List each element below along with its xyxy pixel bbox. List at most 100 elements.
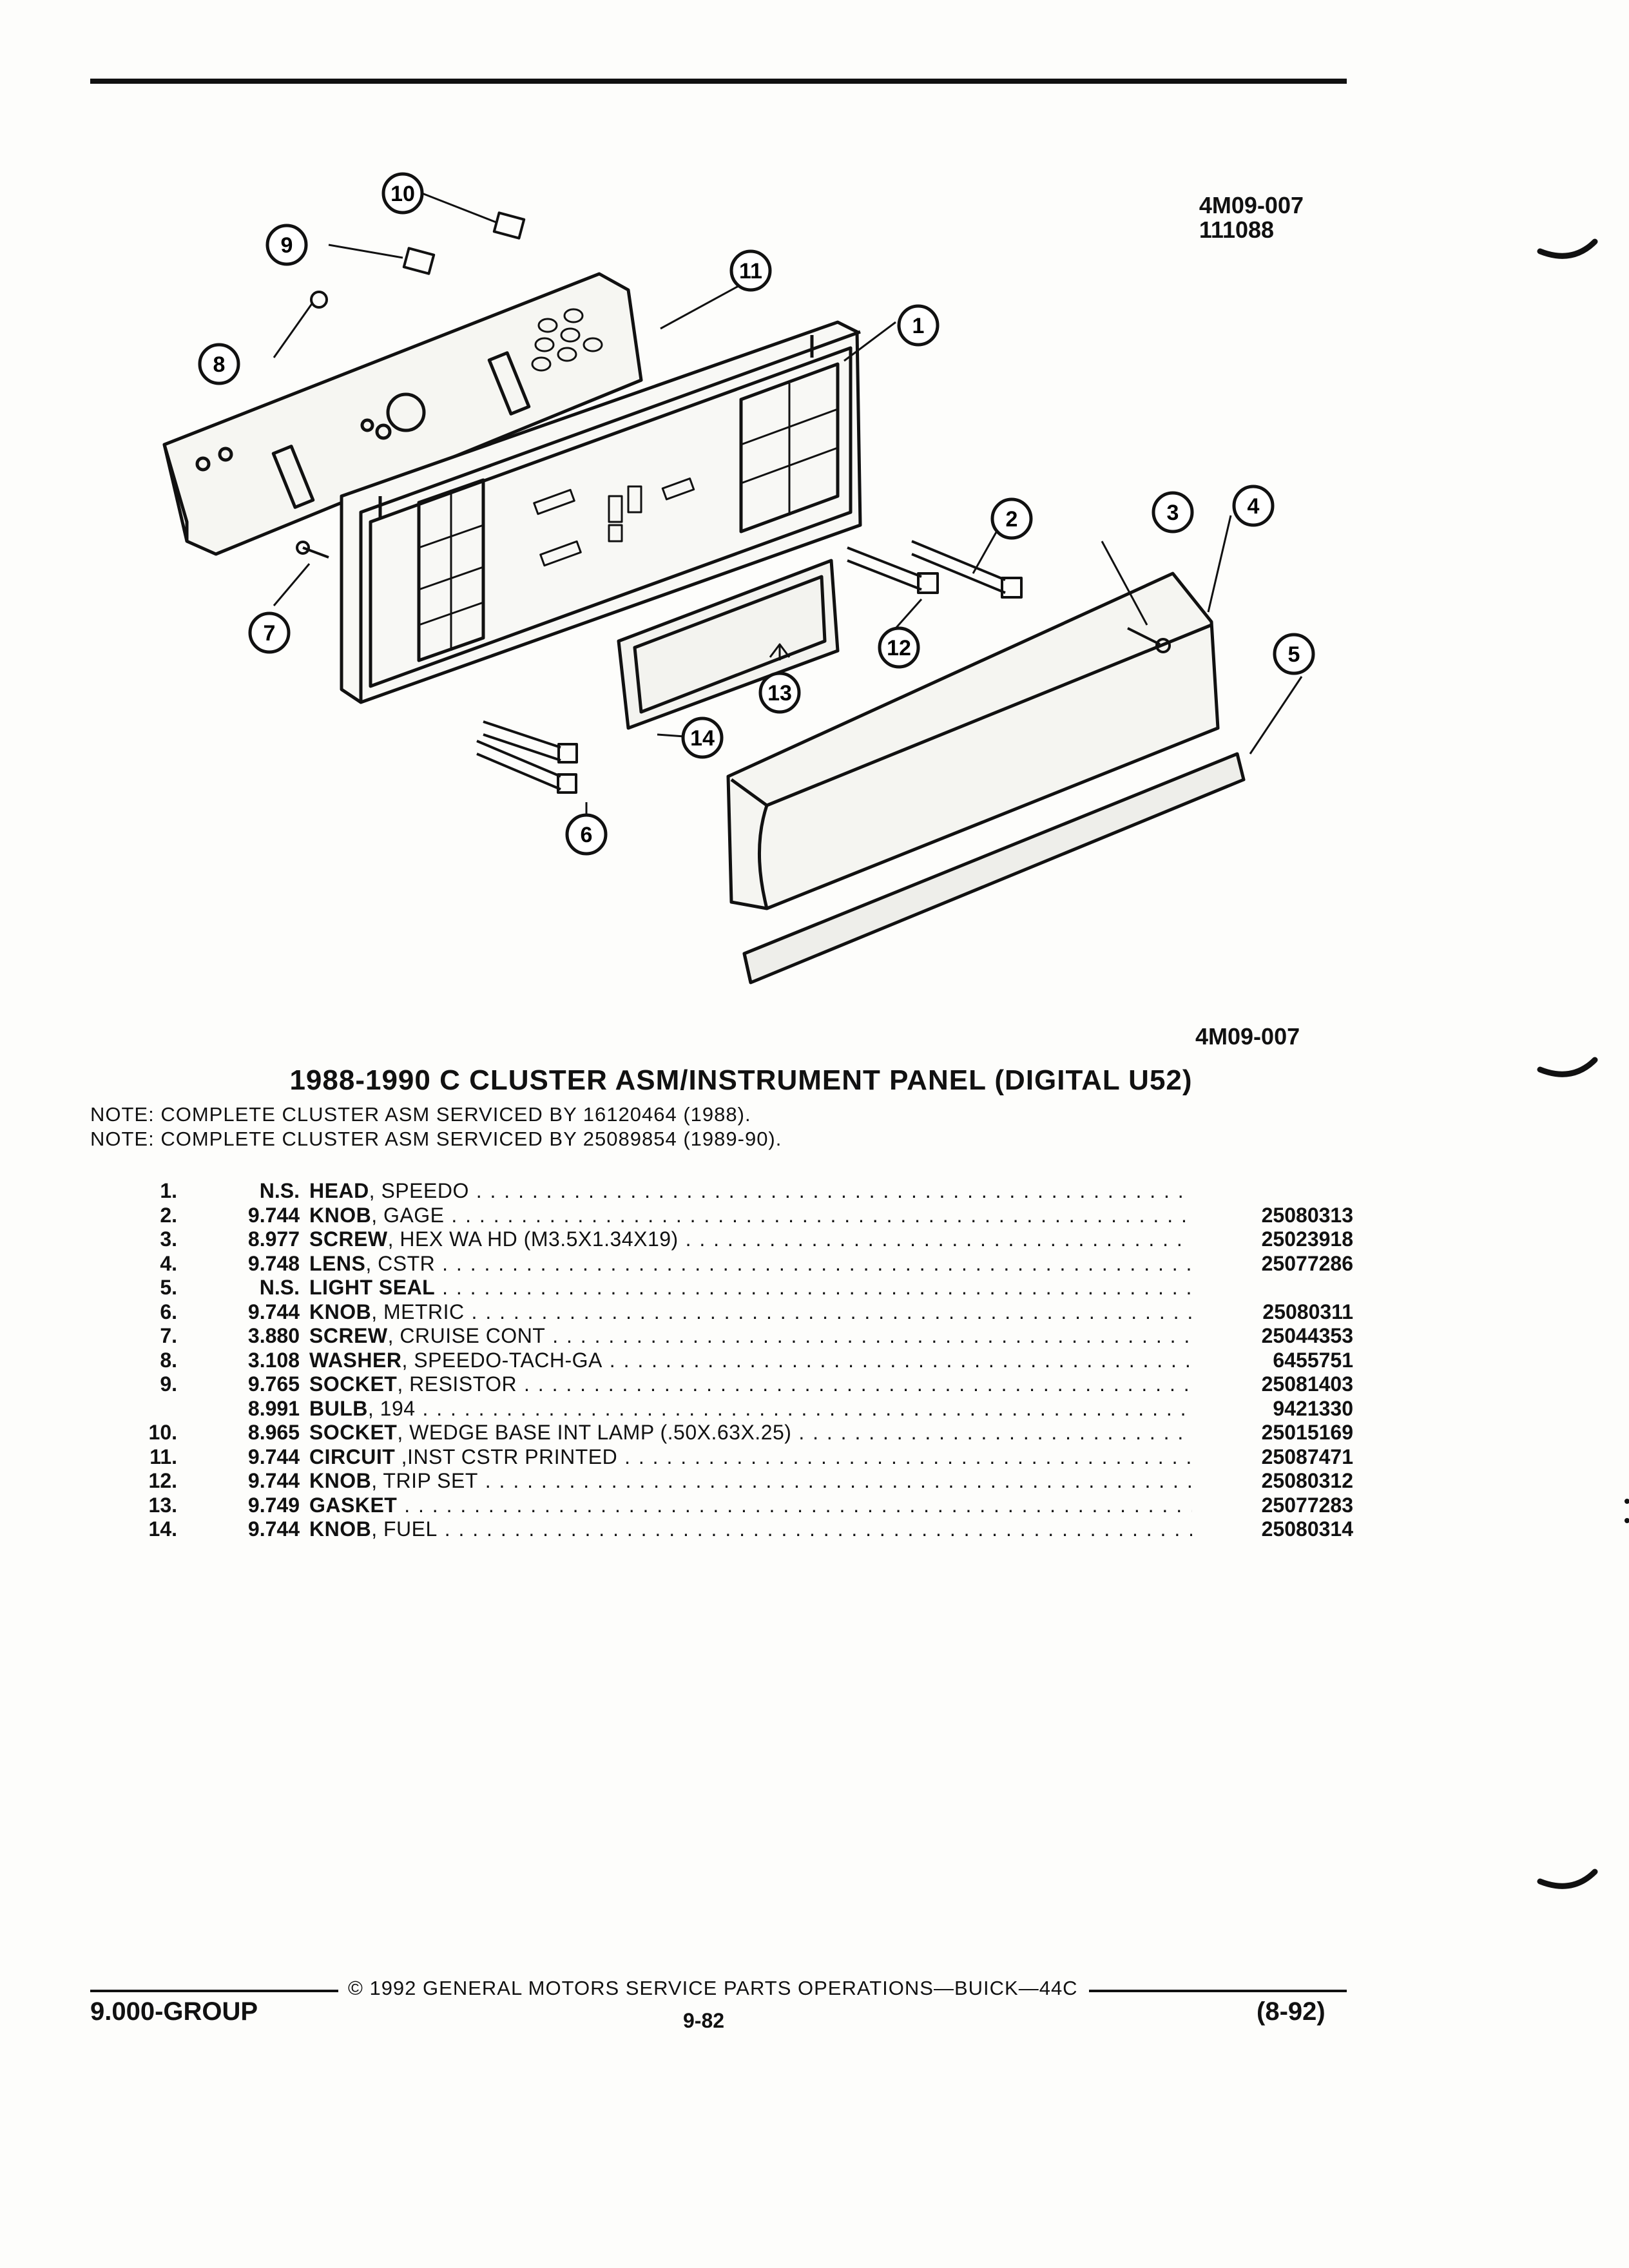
group-number: 3.108 (247, 1348, 300, 1372)
part-spec: , WEDGE BASE INT LAMP (.50X.63X.25) (397, 1421, 792, 1444)
exploded-parts-diagram: 10 9 8 11 1 2 3 4 5 7 12 13 14 6 (162, 172, 1315, 985)
item-number: 13. (148, 1493, 177, 1517)
figure-code-bottom: 4M09-007 (1195, 1023, 1300, 1050)
part-spec: , CRUISE CONT (387, 1324, 546, 1347)
light-seal-illustration (742, 752, 1246, 985)
group-number: 8.991 (247, 1396, 300, 1420)
callout-8: 8 (198, 343, 240, 385)
part-spec: , METRIC (371, 1300, 465, 1323)
group-number: 9.749 (247, 1493, 300, 1517)
group-number: 9.765 (247, 1372, 300, 1396)
svg-text:7: 7 (264, 621, 276, 646)
svg-text:10: 10 (390, 182, 415, 206)
part-name: KNOB (309, 1203, 372, 1227)
section-title: 1988-1990 C CLUSTER ASM/INSTRUMENT PANEL… (289, 1064, 1193, 1096)
part-name: SCREW (309, 1324, 388, 1347)
part-description: SOCKET, WEDGE BASE INT LAMP (.50X.63X.25… (309, 1421, 1192, 1445)
part-spec: , GAGE (371, 1203, 445, 1227)
group-number: 9.748 (247, 1251, 300, 1275)
svg-text:6: 6 (581, 823, 593, 847)
tab-mark (1537, 1869, 1598, 1889)
callout-2: 2 (990, 497, 1033, 540)
part-name: CIRCUIT (309, 1445, 396, 1468)
part-spec: , HEX WA HD (M3.5X1.34X19) (387, 1227, 679, 1251)
callout-4: 4 (1232, 485, 1275, 527)
footer-date: (8-92) (1257, 1997, 1325, 2026)
parts-row: 5. N.S. LIGHT SEAL (90, 1276, 1353, 1300)
item-number: 3. (160, 1227, 177, 1251)
part-spec: , FUEL (371, 1517, 438, 1541)
part-name: GASKET (309, 1493, 398, 1517)
group-number: N.S. (259, 1276, 300, 1299)
group-number: 9.744 (247, 1469, 300, 1492)
figure-code-block: 4M09-007 111088 (1199, 193, 1304, 242)
parts-list: 1.N.S.HEAD, SPEEDO 2. 9.744 KNOB, GAGE 2508… (90, 1179, 1353, 1542)
callout-9: 9 (265, 224, 308, 266)
gasket-illustration (617, 559, 840, 730)
part-spec: ,INST CSTR PRINTED (395, 1445, 618, 1468)
item-number: 8. (160, 1348, 177, 1372)
group-number: 9.744 (247, 1517, 300, 1541)
svg-text:12: 12 (887, 636, 911, 660)
callout-3: 3 (1152, 491, 1194, 533)
callout-7: 7 (248, 611, 291, 654)
part-number: 25080312 (1261, 1469, 1353, 1492)
callout-13: 13 (758, 671, 801, 714)
group-number: 9.744 (247, 1203, 300, 1227)
item-number: 2. (160, 1203, 177, 1227)
footer-rule-right (1089, 1990, 1347, 1992)
callout-12: 12 (878, 626, 920, 669)
group-number: 9.744 (247, 1445, 300, 1468)
part-number: 25087471 (1261, 1445, 1353, 1468)
part-spec: , SPEEDO-TACH-GA (401, 1348, 602, 1372)
item-number: 14. (148, 1517, 177, 1541)
svg-text:13: 13 (767, 681, 792, 706)
part-description: BULB, 194 (309, 1397, 1192, 1421)
figure-date-code: 111088 (1199, 216, 1275, 243)
callout-6: 6 (565, 813, 608, 856)
part-description: GASKET (309, 1494, 1192, 1518)
leader-lines (273, 192, 1303, 815)
part-description: CIRCUIT ,INST CSTR PRINTED (309, 1445, 1192, 1470)
part-description: KNOB, METRIC (309, 1300, 1192, 1325)
callout-11: 11 (729, 249, 772, 292)
part-spec: , 194 (367, 1396, 416, 1420)
part-number: 25077283 (1261, 1493, 1353, 1517)
part-description: LIGHT SEAL (309, 1276, 1192, 1300)
svg-text:14: 14 (690, 726, 715, 751)
svg-text:1: 1 (912, 314, 925, 338)
item-number: 5. (160, 1276, 177, 1299)
part-number: 6455751 (1273, 1348, 1353, 1372)
group-number: 8.965 (247, 1421, 300, 1444)
parts-row: 1.N.S.HEAD, SPEEDO (90, 1179, 1353, 1204)
part-name: SOCKET (309, 1421, 398, 1444)
part-spec: , RESISTOR (397, 1372, 517, 1396)
svg-text:2: 2 (1006, 507, 1018, 532)
footer-copyright: © 1992 GENERAL MOTORS SERVICE PARTS OPER… (348, 1977, 1078, 1999)
lens-illustration (726, 572, 1220, 910)
callout-10: 10 (381, 172, 424, 215)
svg-text:4: 4 (1248, 494, 1260, 519)
group-number: 9.744 (247, 1300, 300, 1323)
part-name: HEAD (309, 1179, 369, 1202)
group-number: 8.977 (247, 1227, 300, 1251)
item-number: 4. (160, 1251, 177, 1275)
item-number: 12. (148, 1469, 177, 1492)
item-number: 9. (160, 1372, 177, 1396)
part-description: SCREW, HEX WA HD (M3.5X1.34X19) (309, 1227, 1192, 1252)
group-number: 3.880 (247, 1324, 300, 1347)
item-number: 6. (160, 1300, 177, 1323)
note-1989-90: NOTE: COMPLETE CLUSTER ASM SERVICED BY 2… (90, 1128, 782, 1150)
footer-rule-left (90, 1990, 338, 1992)
part-number: 25044353 (1261, 1324, 1353, 1347)
part-spec: , SPEEDO (369, 1179, 469, 1202)
tab-mark (1537, 238, 1598, 259)
